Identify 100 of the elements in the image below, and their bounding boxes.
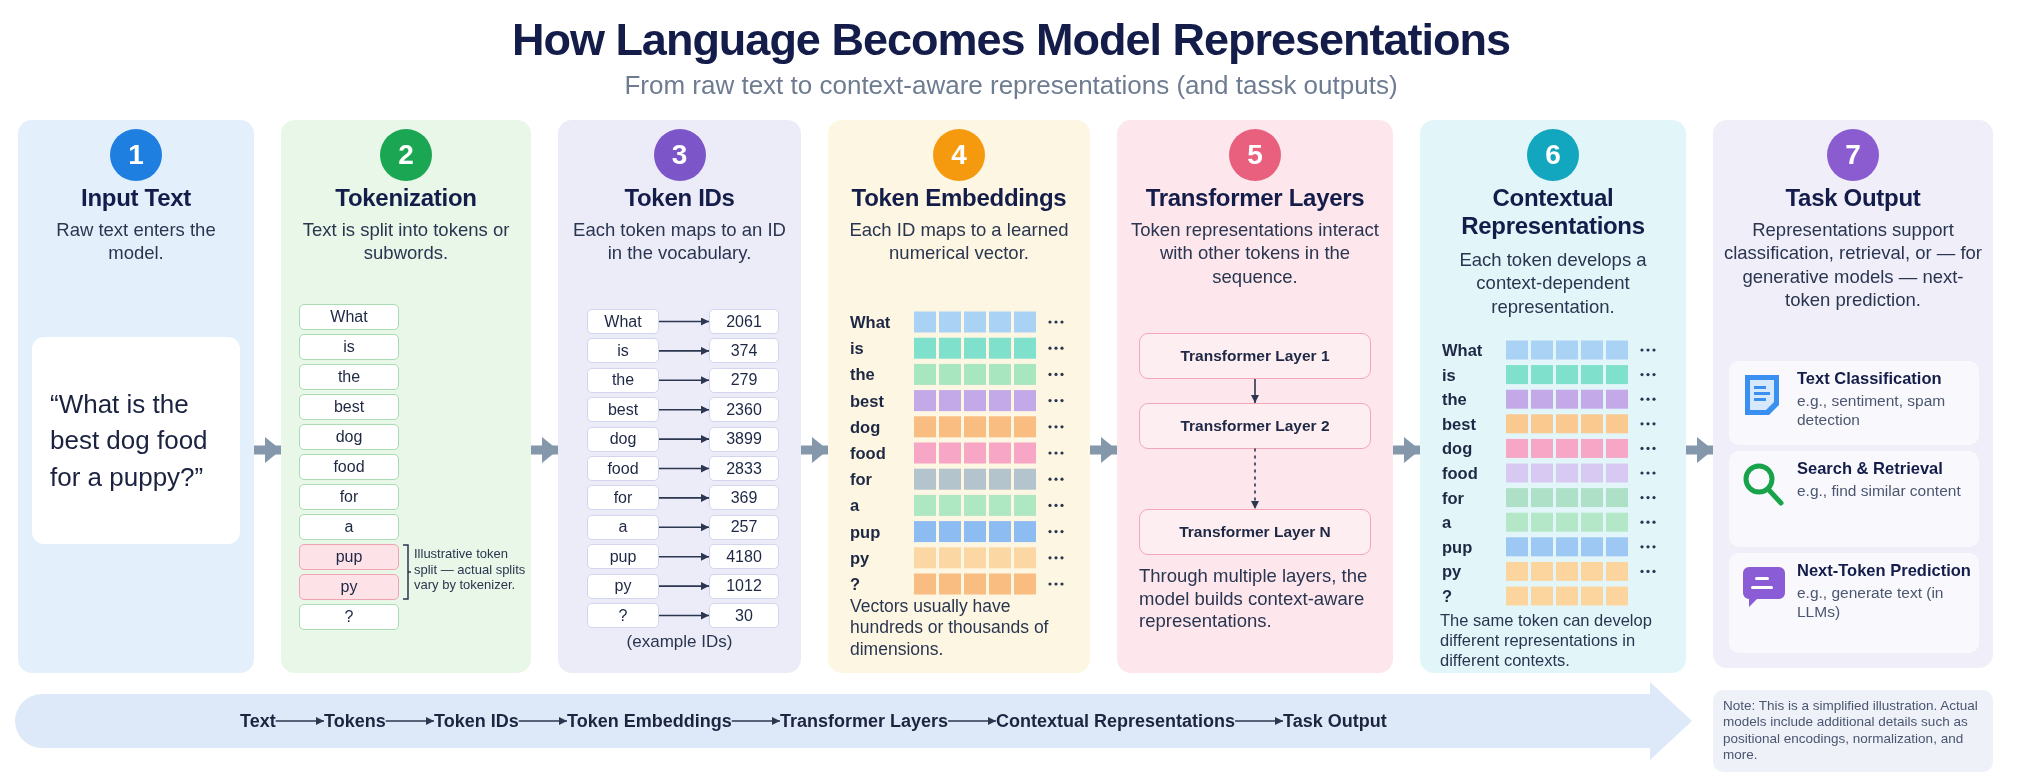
flow-step-label: Token Embeddings — [567, 709, 732, 733]
token-label: What — [850, 312, 891, 333]
token-box: ? — [587, 603, 659, 628]
arrow — [730, 717, 781, 725]
token-id-box: 1012 — [709, 573, 779, 599]
step-description: Raw text enters the model. — [55, 218, 217, 265]
token-label: for — [850, 469, 872, 491]
layer-box: Transformer Layer 2 — [1139, 403, 1371, 449]
arrow — [254, 437, 281, 463]
step-panel — [1713, 120, 1993, 668]
token-label: best — [850, 390, 884, 412]
annotation-note: Illustrative token split — actual splits vary by tokenizer. — [414, 546, 527, 593]
step-note: Through multiple layers, the model builds context-aware representations. — [1139, 565, 1369, 633]
token-box: dog — [299, 424, 399, 450]
token-id-box: 30 — [709, 603, 779, 628]
token-box: the — [299, 364, 399, 390]
step-title: Transformer Layers — [1144, 184, 1366, 212]
arrow — [1234, 717, 1284, 725]
arrow — [658, 611, 710, 620]
card-description: e.g., sentiment, spam detection — [1797, 392, 1947, 430]
arrow — [531, 437, 558, 463]
token-label: best — [1442, 413, 1476, 435]
token-label: a — [1442, 512, 1452, 534]
token-label: a — [850, 495, 860, 517]
step-panel — [558, 120, 801, 673]
token-label: for — [1442, 487, 1464, 509]
arrow — [658, 464, 710, 473]
token-label: is — [1442, 364, 1456, 386]
step-note: Vectors usually have hundreds or thousands of dimensions. — [850, 596, 1050, 661]
card-description: e.g., find similar content — [1797, 482, 1962, 501]
step-title: Token Embeddings — [850, 184, 1068, 212]
arrow — [658, 346, 710, 355]
token-label: What — [1442, 340, 1483, 361]
token-box: for — [587, 485, 659, 511]
quote-card: “What is the best dog food for a puppy?” — [32, 337, 240, 544]
token-box: is — [587, 338, 659, 364]
step-panel — [18, 120, 254, 673]
step-description: Text is split into tokens or subwords. — [301, 218, 511, 265]
output-card — [1729, 361, 1979, 445]
step-note: The same token can develop different representations in different contexts. — [1440, 610, 1653, 671]
arrow — [274, 717, 325, 725]
token-box: food — [587, 456, 659, 481]
card-title: Next-Token Prediction — [1797, 561, 1972, 580]
arrow — [658, 493, 710, 502]
token-label: ? — [1442, 586, 1453, 607]
arrow — [658, 582, 710, 591]
arrow — [658, 405, 710, 414]
token-id-box: 257 — [709, 514, 779, 540]
flow-step-label: Transformer Layers — [780, 709, 949, 733]
step-panel — [1117, 120, 1393, 673]
arrow — [517, 717, 568, 725]
arrow — [1090, 437, 1117, 463]
token-box: is — [299, 334, 399, 360]
step-note: (example IDs) — [625, 632, 734, 653]
step-panel — [281, 120, 531, 673]
token-box: py — [299, 574, 399, 600]
step-description: Each token develops a context-dependent representation. — [1458, 248, 1648, 319]
token-box: the — [587, 367, 659, 393]
step-number: 7 — [1827, 129, 1879, 181]
token-box: ? — [299, 604, 399, 630]
step-number: 2 — [380, 129, 432, 181]
layer-box: Transformer Layer N — [1139, 509, 1371, 555]
flow-step-label: Task Output — [1283, 709, 1387, 733]
token-box: What — [299, 304, 399, 330]
token-label: pup — [1442, 536, 1473, 558]
token-id-box: 279 — [709, 367, 779, 393]
token-id-box: 369 — [709, 485, 779, 511]
output-card — [1729, 451, 1979, 547]
step-description: Representations support classification, retrieval, or — for generative models — next-token prediction. — [1723, 218, 1983, 312]
arrow — [1393, 437, 1420, 463]
token-label: food — [1442, 463, 1478, 484]
token-id-box: 4180 — [709, 544, 779, 570]
flow-step-label: Contextual Representations — [996, 709, 1236, 733]
layer-box: Transformer Layer 1 — [1139, 333, 1371, 379]
token-box: a — [587, 514, 659, 540]
step-title: Input Text — [80, 184, 192, 212]
flow-step-label: Token IDs — [434, 709, 519, 733]
token-box: What — [587, 309, 659, 334]
arrow — [1251, 378, 1259, 404]
token-id-box: 374 — [709, 338, 779, 364]
step-title: Token IDs — [623, 184, 736, 212]
token-box: pup — [587, 544, 659, 570]
arrow — [1251, 448, 1259, 510]
token-box: a — [299, 514, 399, 540]
token-id-box: 3899 — [709, 426, 779, 452]
step-description: Each ID maps to a learned numerical vector. — [848, 218, 1070, 265]
token-label: py — [850, 547, 870, 569]
note-box: Note: This is a simplified illustration. Actual models include additional details such as positional encodings, normalization, and more. — [1713, 690, 1993, 772]
token-label: ? — [850, 574, 861, 595]
token-box: dog — [587, 426, 659, 452]
output-card — [1729, 553, 1979, 653]
token-label: is — [850, 338, 864, 360]
step-title: Task Output — [1784, 184, 1922, 212]
step-number: 4 — [933, 129, 985, 181]
token-label: the — [850, 364, 875, 386]
card-description: e.g., generate text (in LLMs) — [1797, 584, 1945, 622]
token-label: dog — [850, 416, 881, 438]
token-label: pup — [850, 521, 881, 543]
token-box: best — [587, 397, 659, 423]
arrow — [658, 523, 710, 532]
